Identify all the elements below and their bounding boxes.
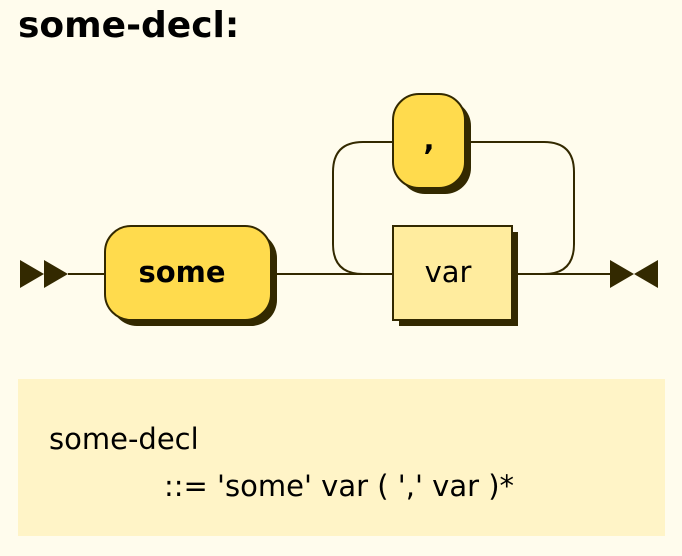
ebnf-definition-box: some-decl ::= 'some' var ( ',' var )*: [18, 379, 665, 536]
start-marker: [20, 260, 44, 288]
terminal-some: some: [104, 225, 277, 326]
ebnf-rule-name: some-decl: [49, 422, 199, 456]
ebnf-rule-definition: ::= 'some' var ( ',' var )*: [164, 469, 515, 503]
terminal-some-label: some: [138, 255, 225, 289]
repeat-loop-path: [332, 141, 575, 275]
nonterminal-var-label: var: [425, 255, 472, 289]
end-marker: [634, 260, 658, 288]
terminal-comma-label: ,: [423, 123, 434, 157]
end-marker: [610, 260, 634, 288]
start-marker: [44, 260, 68, 288]
terminal-comma: ,: [392, 93, 471, 194]
railroad-diagram: some , var: [20, 93, 658, 326]
nonterminal-var: var: [392, 225, 518, 326]
rule-title: some-decl:: [18, 5, 240, 46]
